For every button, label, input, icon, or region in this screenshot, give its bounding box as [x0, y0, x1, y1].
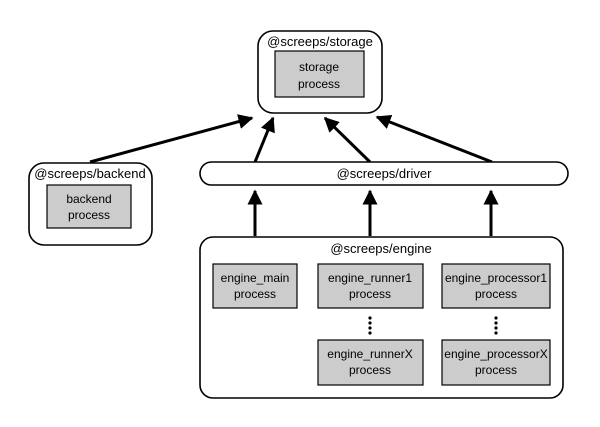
vertical-ellipsis-icon [494, 316, 498, 335]
engine-runnerX-process: engine_runnerX process [317, 339, 424, 386]
storage-process-box [274, 50, 365, 98]
engine-main-process-box [212, 263, 298, 309]
arrow-driver-to-storage-right [375, 114, 493, 164]
arrow-driver-to-storage-left [253, 116, 275, 163]
vertical-ellipsis-icon [368, 316, 372, 335]
backend-process-label-line2: process [68, 208, 110, 222]
engine-runnerX-process-line1: engine_runnerX [327, 347, 412, 361]
engine-processor1-process: engine_processor1 process [441, 263, 551, 309]
ellipsis-dot [494, 331, 498, 335]
engine-runnerX-process-line2: process [349, 363, 391, 377]
backend-process-box [46, 184, 132, 229]
engine-runner1-process-box [317, 263, 424, 309]
ellipsis-dot [494, 316, 498, 320]
ellipsis-dot [368, 331, 372, 335]
ellipsis-dot [368, 316, 372, 320]
engine-runner1-process: engine_runner1 process [317, 263, 424, 309]
engine-runner1-process-line1: engine_runner1 [328, 271, 412, 285]
engine-package: @screeps/engine engine_main process engi… [199, 236, 564, 399]
engine-package-label: @screeps/engine [330, 241, 431, 256]
engine-processorX-process-line1: engine_processorX [444, 347, 547, 361]
engine-main-process: engine_main process [212, 263, 298, 309]
storage-package: @screeps/storage storage process [257, 30, 383, 114]
arrow-driver-to-storage-center [323, 116, 372, 164]
engine-runner1-process-line2: process [349, 287, 391, 301]
backend-package: @screeps/backend backend process [28, 162, 153, 246]
ellipsis-dot [368, 321, 372, 325]
engine-runnerX-process-box [317, 339, 424, 386]
engine-processorX-process: engine_processorX process [441, 339, 551, 386]
engine-processorX-process-line2: process [475, 363, 517, 377]
driver-package-label: @screeps/driver [337, 166, 433, 181]
engine-main-process-line2: process [234, 287, 276, 301]
engine-main-process-line1: engine_main [221, 271, 290, 285]
engine-processorX-process-box [441, 339, 551, 386]
storage-process-label-line2: process [298, 77, 340, 91]
engine-processor1-process-line2: process [475, 287, 517, 301]
storage-process-label-line1: storage [299, 60, 339, 74]
storage-package-label: @screeps/storage [267, 34, 373, 49]
arrow-backend-to-storage [89, 114, 254, 164]
driver-package: @screeps/driver [199, 161, 569, 186]
backend-package-label: @screeps/backend [34, 166, 145, 181]
driver-package-box [199, 161, 569, 186]
ellipsis-dot [494, 326, 498, 330]
backend-process-label-line1: backend [66, 192, 111, 206]
ellipsis-dot [494, 321, 498, 325]
engine-processor1-process-line1: engine_processor1 [445, 271, 547, 285]
engine-processor1-process-box [441, 263, 551, 309]
ellipsis-dot [368, 326, 372, 330]
